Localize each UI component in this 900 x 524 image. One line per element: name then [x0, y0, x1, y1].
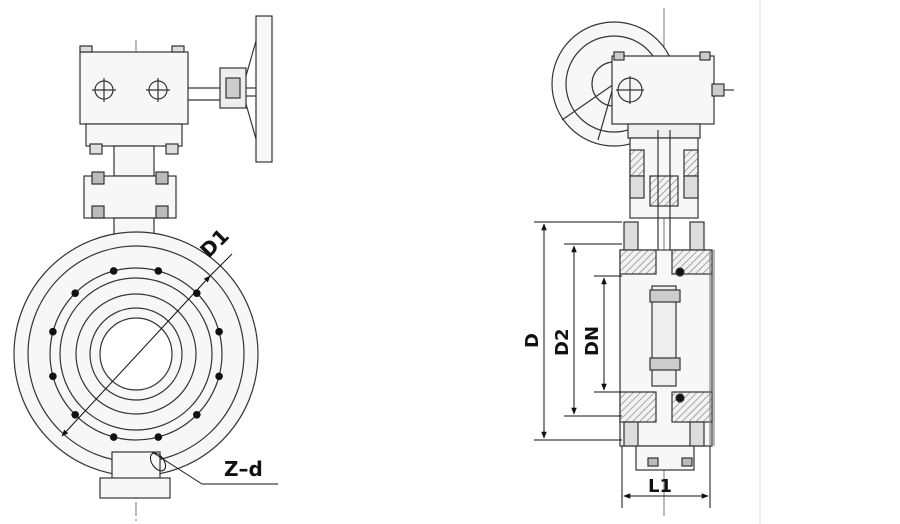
d1-dimension	[61, 253, 233, 437]
gearbox-base	[85, 123, 183, 147]
bolt-hole	[193, 411, 201, 419]
gearbox-body	[79, 51, 189, 125]
side-view	[551, 8, 734, 516]
bolt-circle	[49, 267, 223, 441]
upper-flange-left	[623, 221, 639, 253]
valve-neck	[113, 145, 155, 177]
bolt-hole	[109, 267, 118, 275]
label-l1: L1	[648, 476, 672, 497]
label-zd: Z–d	[224, 457, 263, 481]
handwheel-rim	[255, 15, 273, 163]
bolt-hole	[71, 289, 79, 298]
side-dimensions	[534, 221, 711, 508]
bottom-trunnion	[111, 451, 161, 481]
bolt-hole	[154, 433, 163, 441]
bottom-cap	[99, 477, 171, 499]
bolt-hole	[215, 327, 223, 336]
zd-leader	[149, 451, 278, 485]
bolt-hole	[109, 433, 118, 441]
label-d2: D2	[552, 329, 573, 356]
bolt-hole	[71, 411, 79, 419]
bolt-hole	[215, 372, 223, 381]
bolt-hole	[49, 372, 57, 381]
bolt-hole	[154, 267, 163, 275]
label-dn: DN	[582, 326, 603, 356]
side-gear-base	[627, 123, 701, 139]
label-d: D	[522, 333, 543, 348]
front-view	[13, 15, 273, 524]
bolt-hole	[49, 327, 57, 336]
